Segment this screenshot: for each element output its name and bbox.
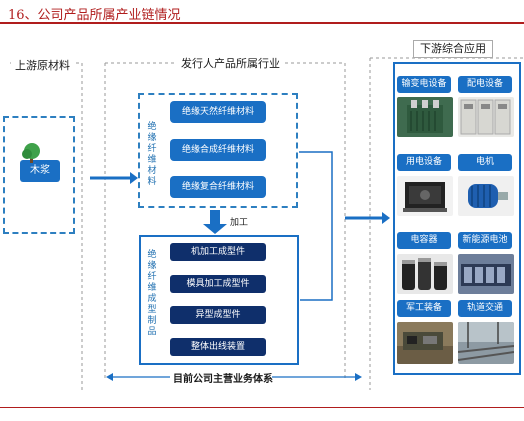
- label-military: 军工装备: [397, 300, 451, 317]
- footer-caption: 目前公司主营业务体系: [173, 374, 273, 385]
- transformer-image: [397, 97, 453, 137]
- tree-icon: [22, 143, 40, 163]
- product-molded: 模具加工成型件: [170, 275, 266, 293]
- product-special: 异型成型件: [170, 306, 266, 324]
- product-machined: 机加工成型件: [170, 243, 266, 261]
- label-power-transmission: 输变电设备: [397, 76, 451, 93]
- label-consumer-equipment: 用电设备: [397, 154, 451, 171]
- process-label: 加工: [230, 218, 249, 228]
- label-capacitor: 电容器: [397, 232, 451, 249]
- motor-image: [458, 176, 514, 216]
- generator-image: [397, 176, 453, 216]
- upstream-box: [3, 116, 75, 234]
- insulation-fiber-panel: [138, 93, 298, 208]
- wood-pulp-tile: 木浆: [20, 160, 60, 182]
- product-lead-device: 整体出线装置: [170, 338, 266, 356]
- title-underline: [0, 22, 524, 24]
- issuer-header: 发行人产品所属行业: [177, 55, 284, 73]
- fiber-natural: 绝缘天然纤维材料: [170, 101, 266, 123]
- fiber-products-panel: [139, 235, 299, 365]
- battery-image: [458, 254, 514, 294]
- downstream-header: 下游综合应用: [413, 40, 493, 58]
- bottom-rule: [0, 407, 524, 408]
- military-image: [397, 322, 453, 364]
- switchgear-image: [458, 97, 514, 137]
- label-motor: 电机: [458, 154, 512, 171]
- fiber-products-side-label: 绝缘纤维成型制品: [147, 250, 157, 337]
- label-distribution: 配电设备: [458, 76, 512, 93]
- fiber-composite: 绝缘复合纤维材料: [170, 176, 266, 198]
- wood-pulp-label: 木浆: [30, 165, 50, 176]
- insulation-fiber-side-label: 绝缘纤维材料: [147, 122, 157, 187]
- upstream-header: 上游原材料: [11, 57, 74, 75]
- fiber-synthetic: 绝缘合成纤维材料: [170, 139, 266, 161]
- page-title: 16、公司产品所属产业链情况: [8, 8, 181, 23]
- label-new-energy-battery: 新能源电池: [458, 232, 512, 249]
- label-rail-transit: 轨道交通: [458, 300, 512, 317]
- capacitor-image: [397, 254, 453, 294]
- railway-image: [458, 322, 514, 364]
